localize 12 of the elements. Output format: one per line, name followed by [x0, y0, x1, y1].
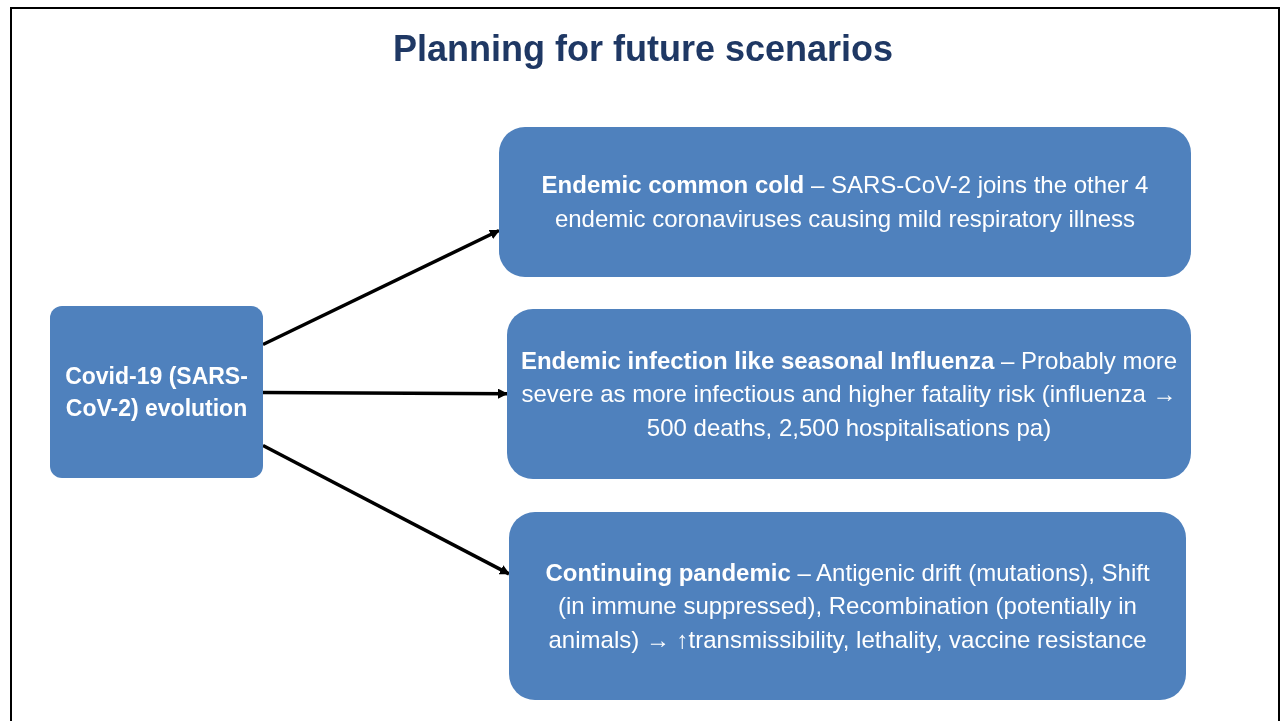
rounded-box [50, 306, 263, 478]
box-text: Endemic infection like seasonal Influenza – Probably more severe as more infectious and higher fatality risk (influenza → 500 deaths, 2,500 hospitalisations pa) [519, 345, 1179, 443]
arrow [263, 388, 508, 399]
rounded-box [509, 512, 1186, 700]
arrow [262, 443, 510, 576]
box-text: Endemic common cold – SARS-CoV-2 joins the other 4 endemic coronaviruses causing mild respiratory illness [540, 170, 1150, 234]
title: Planning for future scenarios [392, 28, 894, 70]
rounded-box [507, 309, 1191, 479]
box-text: Covid-19 (SARS-CoV-2) evolution [64, 361, 249, 423]
rounded-box [499, 127, 1191, 277]
box-text: Continuing pandemic – Antigenic drift (mutations), Shift (in immune suppressed), Recombination (potentially in animals) → ↑transmissibility, lethality, vaccine resistance [544, 557, 1151, 655]
arrow [262, 228, 500, 347]
